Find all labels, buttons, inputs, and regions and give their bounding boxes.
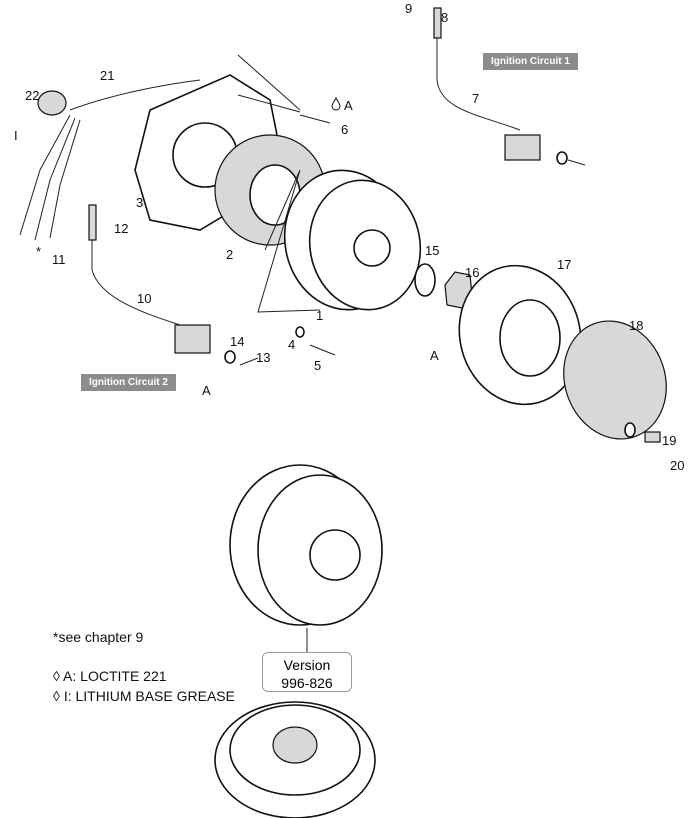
leader-lines bbox=[257, 169, 321, 313]
callout-15: 15 bbox=[425, 243, 439, 258]
spark-cap-1 bbox=[433, 7, 442, 39]
flywheel bbox=[283, 169, 422, 311]
callout-14: 14 bbox=[230, 334, 244, 349]
callout-20: 20 bbox=[670, 458, 684, 473]
flywheel-underside bbox=[214, 701, 376, 818]
washer-19 bbox=[624, 422, 636, 438]
grommet bbox=[37, 90, 67, 116]
ignition-coil-2 bbox=[174, 324, 211, 354]
leader-lines-6 bbox=[237, 54, 301, 113]
callout-22: 22 bbox=[25, 88, 39, 103]
version-box: Version 996-826 bbox=[262, 652, 352, 692]
callout-a-6: A bbox=[344, 98, 353, 113]
callout-i: I bbox=[14, 128, 18, 143]
version-number: 996-826 bbox=[281, 675, 333, 691]
screw-13 bbox=[239, 357, 259, 366]
callout-star: * bbox=[36, 244, 41, 259]
callout-21: 21 bbox=[100, 68, 114, 83]
callout-12: 12 bbox=[114, 221, 128, 236]
see-chapter-note: *see chapter 9 bbox=[53, 629, 144, 645]
callout-9: 9 bbox=[405, 1, 412, 16]
washer-14 bbox=[224, 350, 236, 364]
starter-pulley bbox=[458, 264, 582, 406]
callout-5: 5 bbox=[314, 358, 321, 373]
starter-cup bbox=[563, 320, 667, 440]
callout-19: 19 bbox=[662, 433, 676, 448]
callout-6: 6 bbox=[341, 122, 348, 137]
drop-icon bbox=[331, 97, 341, 111]
screw-6 bbox=[299, 114, 331, 124]
legend-i-text: I: LITHIUM BASE GREASE bbox=[63, 688, 235, 704]
version-title: Version bbox=[283, 657, 331, 673]
callout-18: 18 bbox=[629, 318, 643, 333]
callout-13: 13 bbox=[256, 350, 270, 365]
callout-a-16: A bbox=[430, 348, 439, 363]
coil-wire-1 bbox=[436, 35, 521, 131]
washer-4 bbox=[295, 326, 305, 338]
legend-i: ◊ I: LITHIUM BASE GREASE bbox=[53, 688, 235, 704]
legend-a: ◊ A: LOCTITE 221 bbox=[53, 668, 167, 684]
screw-ic1 bbox=[567, 159, 586, 166]
callout-2: 2 bbox=[226, 247, 233, 262]
callout-16: 16 bbox=[465, 265, 479, 280]
callout-4: 4 bbox=[288, 337, 295, 352]
washer-ic1 bbox=[556, 151, 568, 165]
callout-7: 7 bbox=[472, 91, 479, 106]
flywheel-version bbox=[229, 464, 383, 652]
wires bbox=[19, 114, 81, 241]
ignition-circuit-2-label: Ignition Circuit 2 bbox=[81, 374, 176, 391]
callout-10: 10 bbox=[137, 291, 151, 306]
coil-wire-2 bbox=[91, 240, 181, 326]
legend-a-text: A: LOCTITE 221 bbox=[63, 668, 167, 684]
washer bbox=[414, 263, 436, 297]
callout-1: 1 bbox=[316, 308, 323, 323]
screw-20 bbox=[644, 431, 661, 443]
drop-icon: ◊ bbox=[53, 688, 64, 704]
callout-8: 8 bbox=[441, 10, 448, 25]
drop-icon: ◊ bbox=[53, 668, 64, 684]
ignition-circuit-1-label: Ignition Circuit 1 bbox=[483, 53, 578, 70]
callout-17: 17 bbox=[557, 257, 571, 272]
callout-a-13: A bbox=[202, 383, 211, 398]
wire-harness bbox=[69, 79, 201, 111]
ignition-coil-1 bbox=[504, 134, 541, 161]
callout-3: 3 bbox=[136, 195, 143, 210]
spark-cap-2 bbox=[88, 204, 97, 241]
screw-5 bbox=[309, 344, 336, 356]
callout-11: 11 bbox=[52, 252, 66, 267]
